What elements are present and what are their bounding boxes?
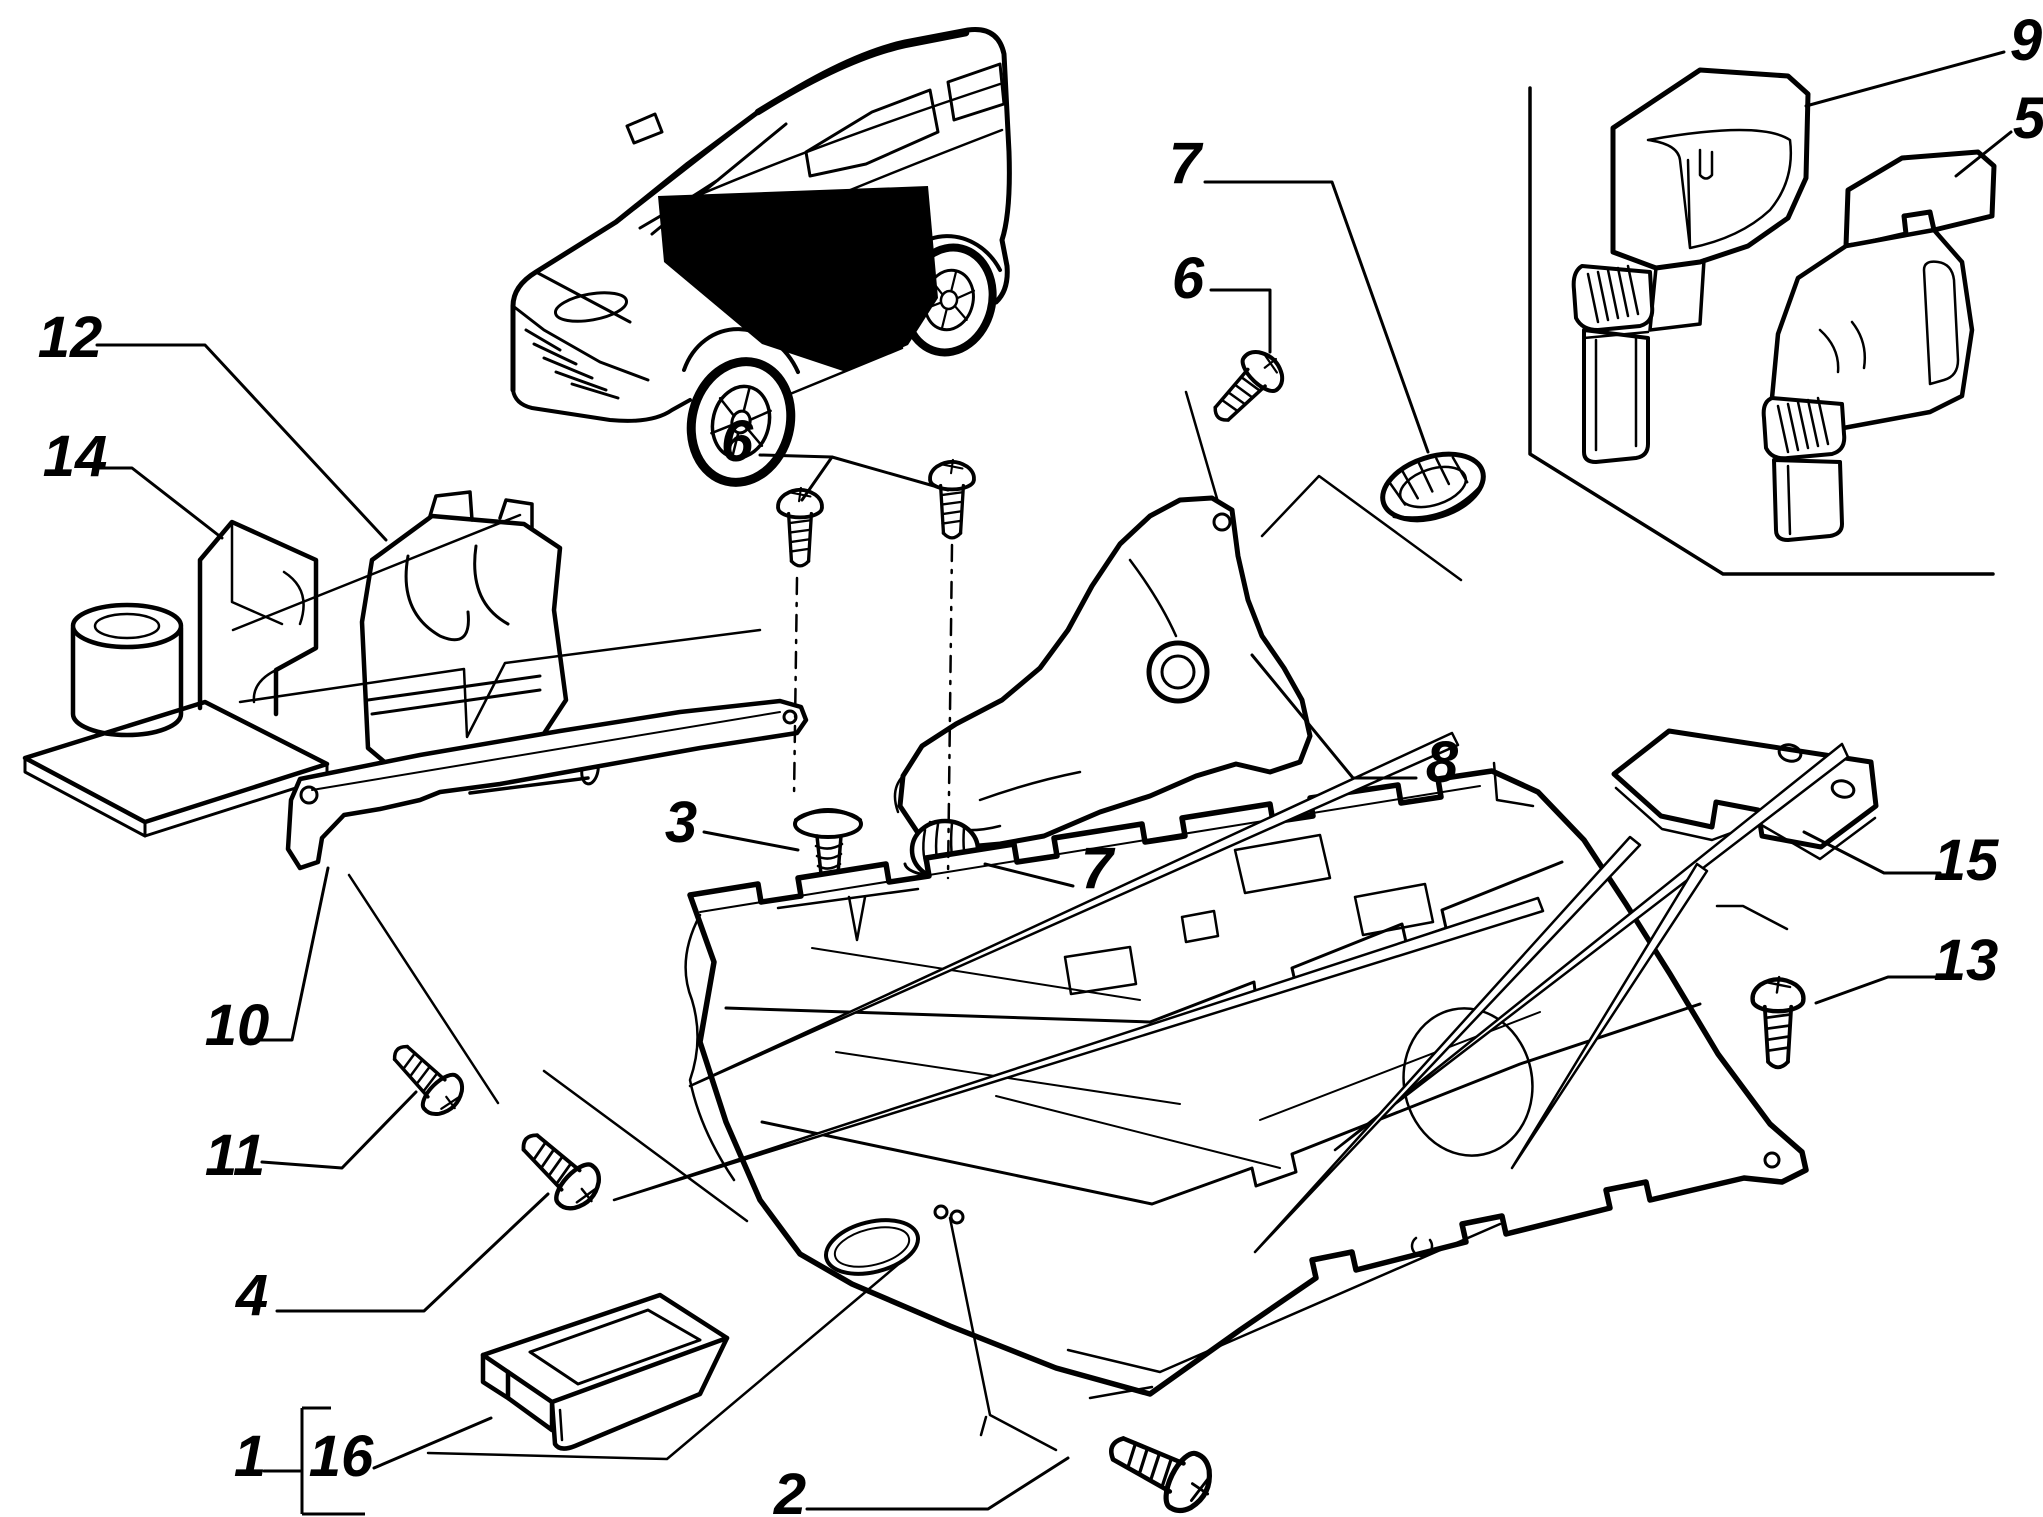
car-headlight <box>553 291 629 323</box>
wedge-pointer-5 <box>1253 835 1642 1254</box>
callout-label-10[interactable]: 10 <box>205 993 270 1058</box>
leader-lines-layer <box>95 50 2013 1511</box>
car-mirror <box>625 112 664 145</box>
car-roof-band <box>754 29 970 116</box>
dash-line-screw6-left <box>792 576 799 800</box>
car-blacked-underbody-area <box>658 186 938 372</box>
part-16-access-cover <box>480 1292 730 1451</box>
pointer-grommet-chevron <box>1260 474 1463 582</box>
car-hood-lines <box>511 270 650 382</box>
callout-label-7-upper[interactable]: 7 <box>1169 131 1204 196</box>
screw-2 <box>1099 1419 1221 1517</box>
panel-lower-ridge <box>760 1002 1702 1206</box>
callout-label-13[interactable]: 13 <box>1934 928 1999 993</box>
leader-line-4 <box>275 1192 550 1313</box>
callout-label-6-middle[interactable]: 6 <box>721 409 754 474</box>
car-front-wheel <box>686 357 796 487</box>
pointer-clips-to-strip <box>231 513 522 632</box>
inset-box-border <box>1528 86 1995 576</box>
pointer-screw2-hole <box>948 1216 1058 1452</box>
leader-line-7-lower <box>983 862 1075 888</box>
car-grille-hatch <box>524 328 620 400</box>
leader-line-16 <box>372 1416 493 1470</box>
screw-6-right <box>928 458 976 540</box>
pointer-screw2-stub <box>1088 1385 1154 1400</box>
car-belt-lines <box>662 82 1004 396</box>
screw-4 <box>509 1120 610 1219</box>
leader-line-2 <box>805 1456 1070 1511</box>
car-illustration <box>510 27 1012 487</box>
pointer-bend-upper <box>1492 761 1535 808</box>
callout-label-4[interactable]: 4 <box>235 1263 268 1328</box>
car-side-windows <box>804 62 1006 178</box>
wedge-pointer-3 <box>1333 742 1850 1152</box>
leader-line-7-upper <box>1203 180 1430 454</box>
group-bracket-1-16 <box>300 1406 365 1516</box>
panel-oval-opening <box>823 1218 921 1276</box>
wedge-pointer-1 <box>612 896 1545 1202</box>
leader-line-8 <box>1250 653 1418 780</box>
screw-11 <box>381 1033 472 1124</box>
screw-6-left <box>776 486 824 568</box>
part-8-side-shield <box>893 495 1313 851</box>
wedge-pointer-4 <box>1510 862 1709 1170</box>
underbody-shield-panel <box>684 768 1809 1397</box>
pointer-slot-tick <box>847 895 867 942</box>
pointer-under-rivet <box>776 887 920 910</box>
pointer-screw2-tick <box>979 1415 988 1437</box>
pointer-screw4-mount <box>542 1069 749 1223</box>
part-9-channel-bracket <box>1571 67 1811 464</box>
grommet-7-upper <box>1380 451 1486 523</box>
callout-label-7-lower[interactable]: 7 <box>1081 836 1116 901</box>
callout-label-3[interactable]: 3 <box>665 790 697 855</box>
leader-line-9 <box>1804 50 2006 108</box>
leader-line-15 <box>1802 830 1942 875</box>
part-5-channel-bracket <box>1761 149 1997 542</box>
car-wheel-arches <box>682 234 1002 374</box>
pointer-lines-layer <box>231 390 1789 1461</box>
screw-13 <box>1753 977 1804 1067</box>
leader-line-13 <box>1814 975 1941 1005</box>
callout-label-8[interactable]: 8 <box>1426 730 1459 795</box>
part-10-front-strip <box>285 698 809 871</box>
wedge-pointers-layer <box>612 731 1850 1254</box>
screw-6-top-right <box>1199 340 1294 436</box>
callout-label-6-upper[interactable]: 6 <box>1172 246 1205 311</box>
callout-label-1[interactable]: 1 <box>234 1424 266 1489</box>
leader-line-14 <box>98 466 224 540</box>
part-15-flat-plate <box>1611 728 1879 861</box>
callout-label-15[interactable]: 15 <box>1934 828 1999 893</box>
leader-line-12 <box>95 343 388 542</box>
pointer-bend-right <box>1715 904 1789 931</box>
callout-label-12[interactable]: 12 <box>38 305 103 370</box>
pointer-strip-mount <box>347 873 500 1105</box>
car-rear-wheel <box>901 243 997 357</box>
leader-line-11 <box>260 1090 418 1170</box>
callout-label-14[interactable]: 14 <box>43 424 108 489</box>
callout-labels-layer: 12 14 9 5 7 6 6 8 3 7 10 11 4 1 16 2 13 15 <box>38 8 2043 1517</box>
callout-label-2[interactable]: 2 <box>773 1462 806 1517</box>
leader-line-10 <box>248 866 330 1042</box>
pointer-screw6tr-to-shield <box>1184 390 1220 504</box>
leader-line-3 <box>702 830 800 852</box>
wedge-pointer-2 <box>688 731 1460 1088</box>
pointer-cover16-mount <box>426 1255 909 1461</box>
pointer-strip-corridor <box>238 628 762 739</box>
rivet-3 <box>793 808 863 880</box>
car-front-bumper <box>511 388 692 423</box>
part-14-support-bush-bracket <box>22 519 330 838</box>
callout-label-11[interactable]: 11 <box>205 1123 265 1188</box>
callout-label-5[interactable]: 5 <box>2013 86 2043 151</box>
leader-line-6-middle-1 <box>830 455 950 492</box>
leader-line-5 <box>1954 130 2013 178</box>
callout-label-16[interactable]: 16 <box>309 1424 374 1489</box>
leader-line-6-upper <box>1209 288 1272 354</box>
callout-label-9[interactable]: 9 <box>2010 8 2042 73</box>
panel-mid-ridge <box>724 860 1564 1024</box>
